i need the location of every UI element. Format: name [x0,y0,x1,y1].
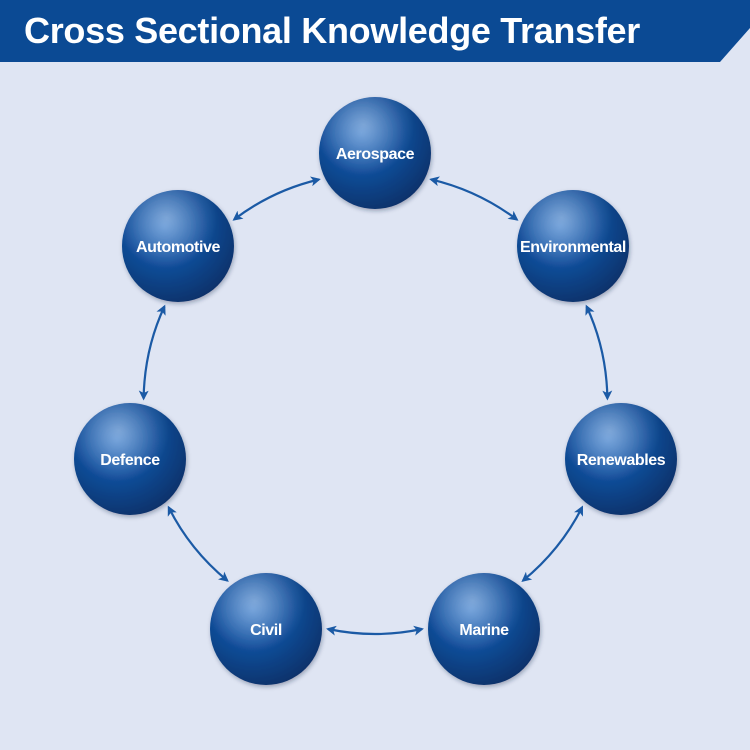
node-automotive: Automotive [122,190,234,302]
node-aerospace-label: Aerospace [336,146,415,163]
node-automotive-label: Automotive [136,239,221,256]
node-defence: Defence [74,403,186,515]
node-defence-label: Defence [100,452,160,469]
node-renewables-shine [565,403,677,515]
node-automotive-shine [122,190,234,302]
node-defence-shine [74,403,186,515]
node-aerospace: Aerospace [319,97,431,209]
title-banner [0,0,750,62]
node-civil-label: Civil [250,622,282,639]
node-renewables-label: Renewables [577,452,666,469]
node-renewables: Renewables [565,403,677,515]
node-civil: Civil [210,573,322,685]
arrow-aerospace-environmental [429,176,519,221]
node-marine-label: Marine [459,622,509,639]
arrow-civil-defence [167,505,229,582]
page-title: Cross Sectional Knowledge Transfer [24,10,640,51]
node-civil-shine [210,573,322,685]
arrow-marine-civil [326,625,424,636]
node-environmental-label: Environmental [520,239,626,256]
node-marine-shine [428,573,540,685]
arrow-environmental-renewables [585,304,613,401]
node-aerospace-shine [319,97,431,209]
arrow-renewables-marine [521,505,584,582]
connections [138,176,613,636]
node-marine: Marine [428,573,540,685]
node-environmental-shine [517,190,629,302]
node-environmental: Environmental [517,190,629,302]
arrow-automotive-aerospace [232,176,321,221]
arrow-defence-automotive [138,304,166,401]
